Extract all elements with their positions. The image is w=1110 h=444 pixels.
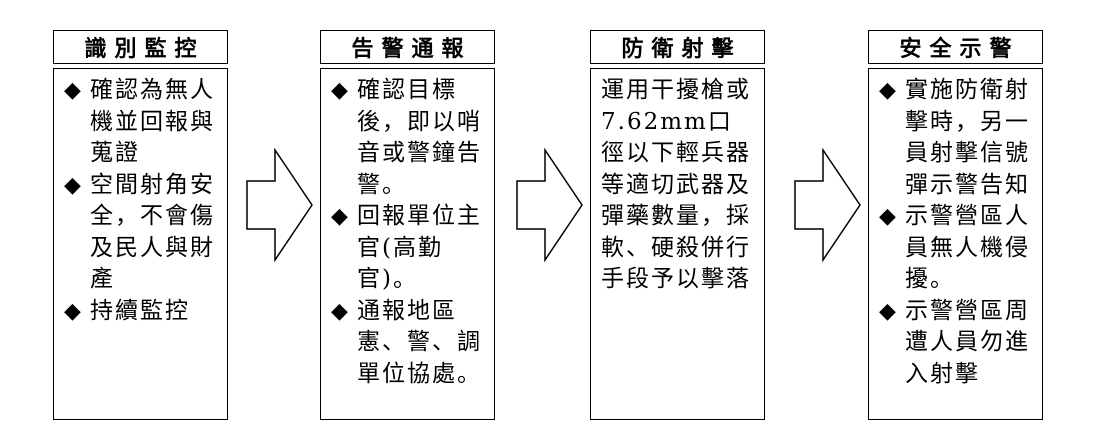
list-item-text: 確認目標後，即以哨音或警鐘告警。 <box>357 77 482 198</box>
list-item: ◆ 示警營區周遭人員勿進入射擊 <box>879 296 1034 391</box>
stage-identify-monitor: 識別監控 ◆ 確認為無人機並回報與蒐證 ◆ 空間射角安全，不會傷及民人與財產 ◆… <box>53 30 228 420</box>
list-item: ◆ 確認目標後，即以哨音或警鐘告警。 <box>331 75 486 201</box>
flow-arrow-icon <box>794 148 861 262</box>
stage-title: 安全示警 <box>868 30 1043 64</box>
list-item: ◆ 示警營區人員無人機侵擾。 <box>879 201 1034 296</box>
list-item-text: 實施防衛射擊時，另一員射擊信號彈示警告知 <box>905 77 1030 198</box>
list-item: ◆ 實施防衛射擊時，另一員射擊信號彈示警告知 <box>879 75 1034 201</box>
list-item-text: 持續監控 <box>90 297 190 324</box>
diamond-bullet-icon: ◆ <box>331 298 348 324</box>
list-item: ◆ 持續監控 <box>64 296 219 328</box>
list-item-text: 回報單位主官(高勤官)。 <box>357 203 482 292</box>
stage-body: ◆ 實施防衛射擊時，另一員射擊信號彈示警告知 ◆ 示警營區人員無人機侵擾。 ◆ … <box>868 68 1043 420</box>
list-item-text: 空間射角安全，不會傷及民人與財產 <box>90 171 215 293</box>
stage-defensive-fire: 防衛射擊 運用干擾槍或7.62mm口徑以下輕兵器等適切武器及彈藥數量，採軟、硬殺… <box>590 30 765 420</box>
diamond-bullet-icon: ◆ <box>331 204 348 229</box>
flow-arrow-icon <box>246 148 313 262</box>
diamond-bullet-icon: ◆ <box>64 78 81 103</box>
list-item: ◆ 通報地區憲、警、調單位協處。 <box>331 296 486 391</box>
diamond-bullet-icon: ◆ <box>331 78 348 103</box>
stage-safety-warning: 安全示警 ◆ 實施防衛射擊時，另一員射擊信號彈示警告知 ◆ 示警營區人員無人機侵… <box>868 30 1043 420</box>
stage-body: 運用干擾槍或7.62mm口徑以下輕兵器等適切武器及彈藥數量，採軟、硬殺併行手段予… <box>590 68 765 420</box>
diamond-bullet-icon: ◆ <box>879 298 896 324</box>
stage-title: 防衛射擊 <box>590 30 765 64</box>
stage-body: ◆ 確認為無人機並回報與蒐證 ◆ 空間射角安全，不會傷及民人與財產 ◆ 持續監控 <box>53 68 228 420</box>
list-item: ◆ 空間射角安全，不會傷及民人與財產 <box>64 170 219 296</box>
list-item: ◆ 回報單位主官(高勤官)。 <box>331 201 486 296</box>
list-item-text: 示警營區人員無人機侵擾。 <box>905 203 1030 292</box>
list-item-text: 示警營區周遭人員勿進入射擊 <box>905 297 1030 387</box>
stage-title: 識別監控 <box>53 30 228 64</box>
diamond-bullet-icon: ◆ <box>879 78 896 103</box>
diamond-bullet-icon: ◆ <box>64 298 81 324</box>
list-item-text: 通報地區憲、警、調單位協處。 <box>357 297 482 387</box>
flow-arrow-icon <box>516 148 583 262</box>
diamond-bullet-icon: ◆ <box>879 204 896 229</box>
stage-alert-notify: 告警通報 ◆ 確認目標後，即以哨音或警鐘告警。 ◆ 回報單位主官(高勤官)。 ◆… <box>320 30 495 420</box>
stage-text: 運用干擾槍或7.62mm口徑以下輕兵器等適切武器及彈藥數量，採軟、硬殺併行手段予… <box>601 77 751 292</box>
diamond-bullet-icon: ◆ <box>64 172 81 198</box>
list-item-text: 確認為無人機並回報與蒐證 <box>90 77 215 166</box>
stage-body: ◆ 確認目標後，即以哨音或警鐘告警。 ◆ 回報單位主官(高勤官)。 ◆ 通報地區… <box>320 68 495 420</box>
stage-title: 告警通報 <box>320 30 495 64</box>
list-item: ◆ 確認為無人機並回報與蒐證 <box>64 75 219 170</box>
